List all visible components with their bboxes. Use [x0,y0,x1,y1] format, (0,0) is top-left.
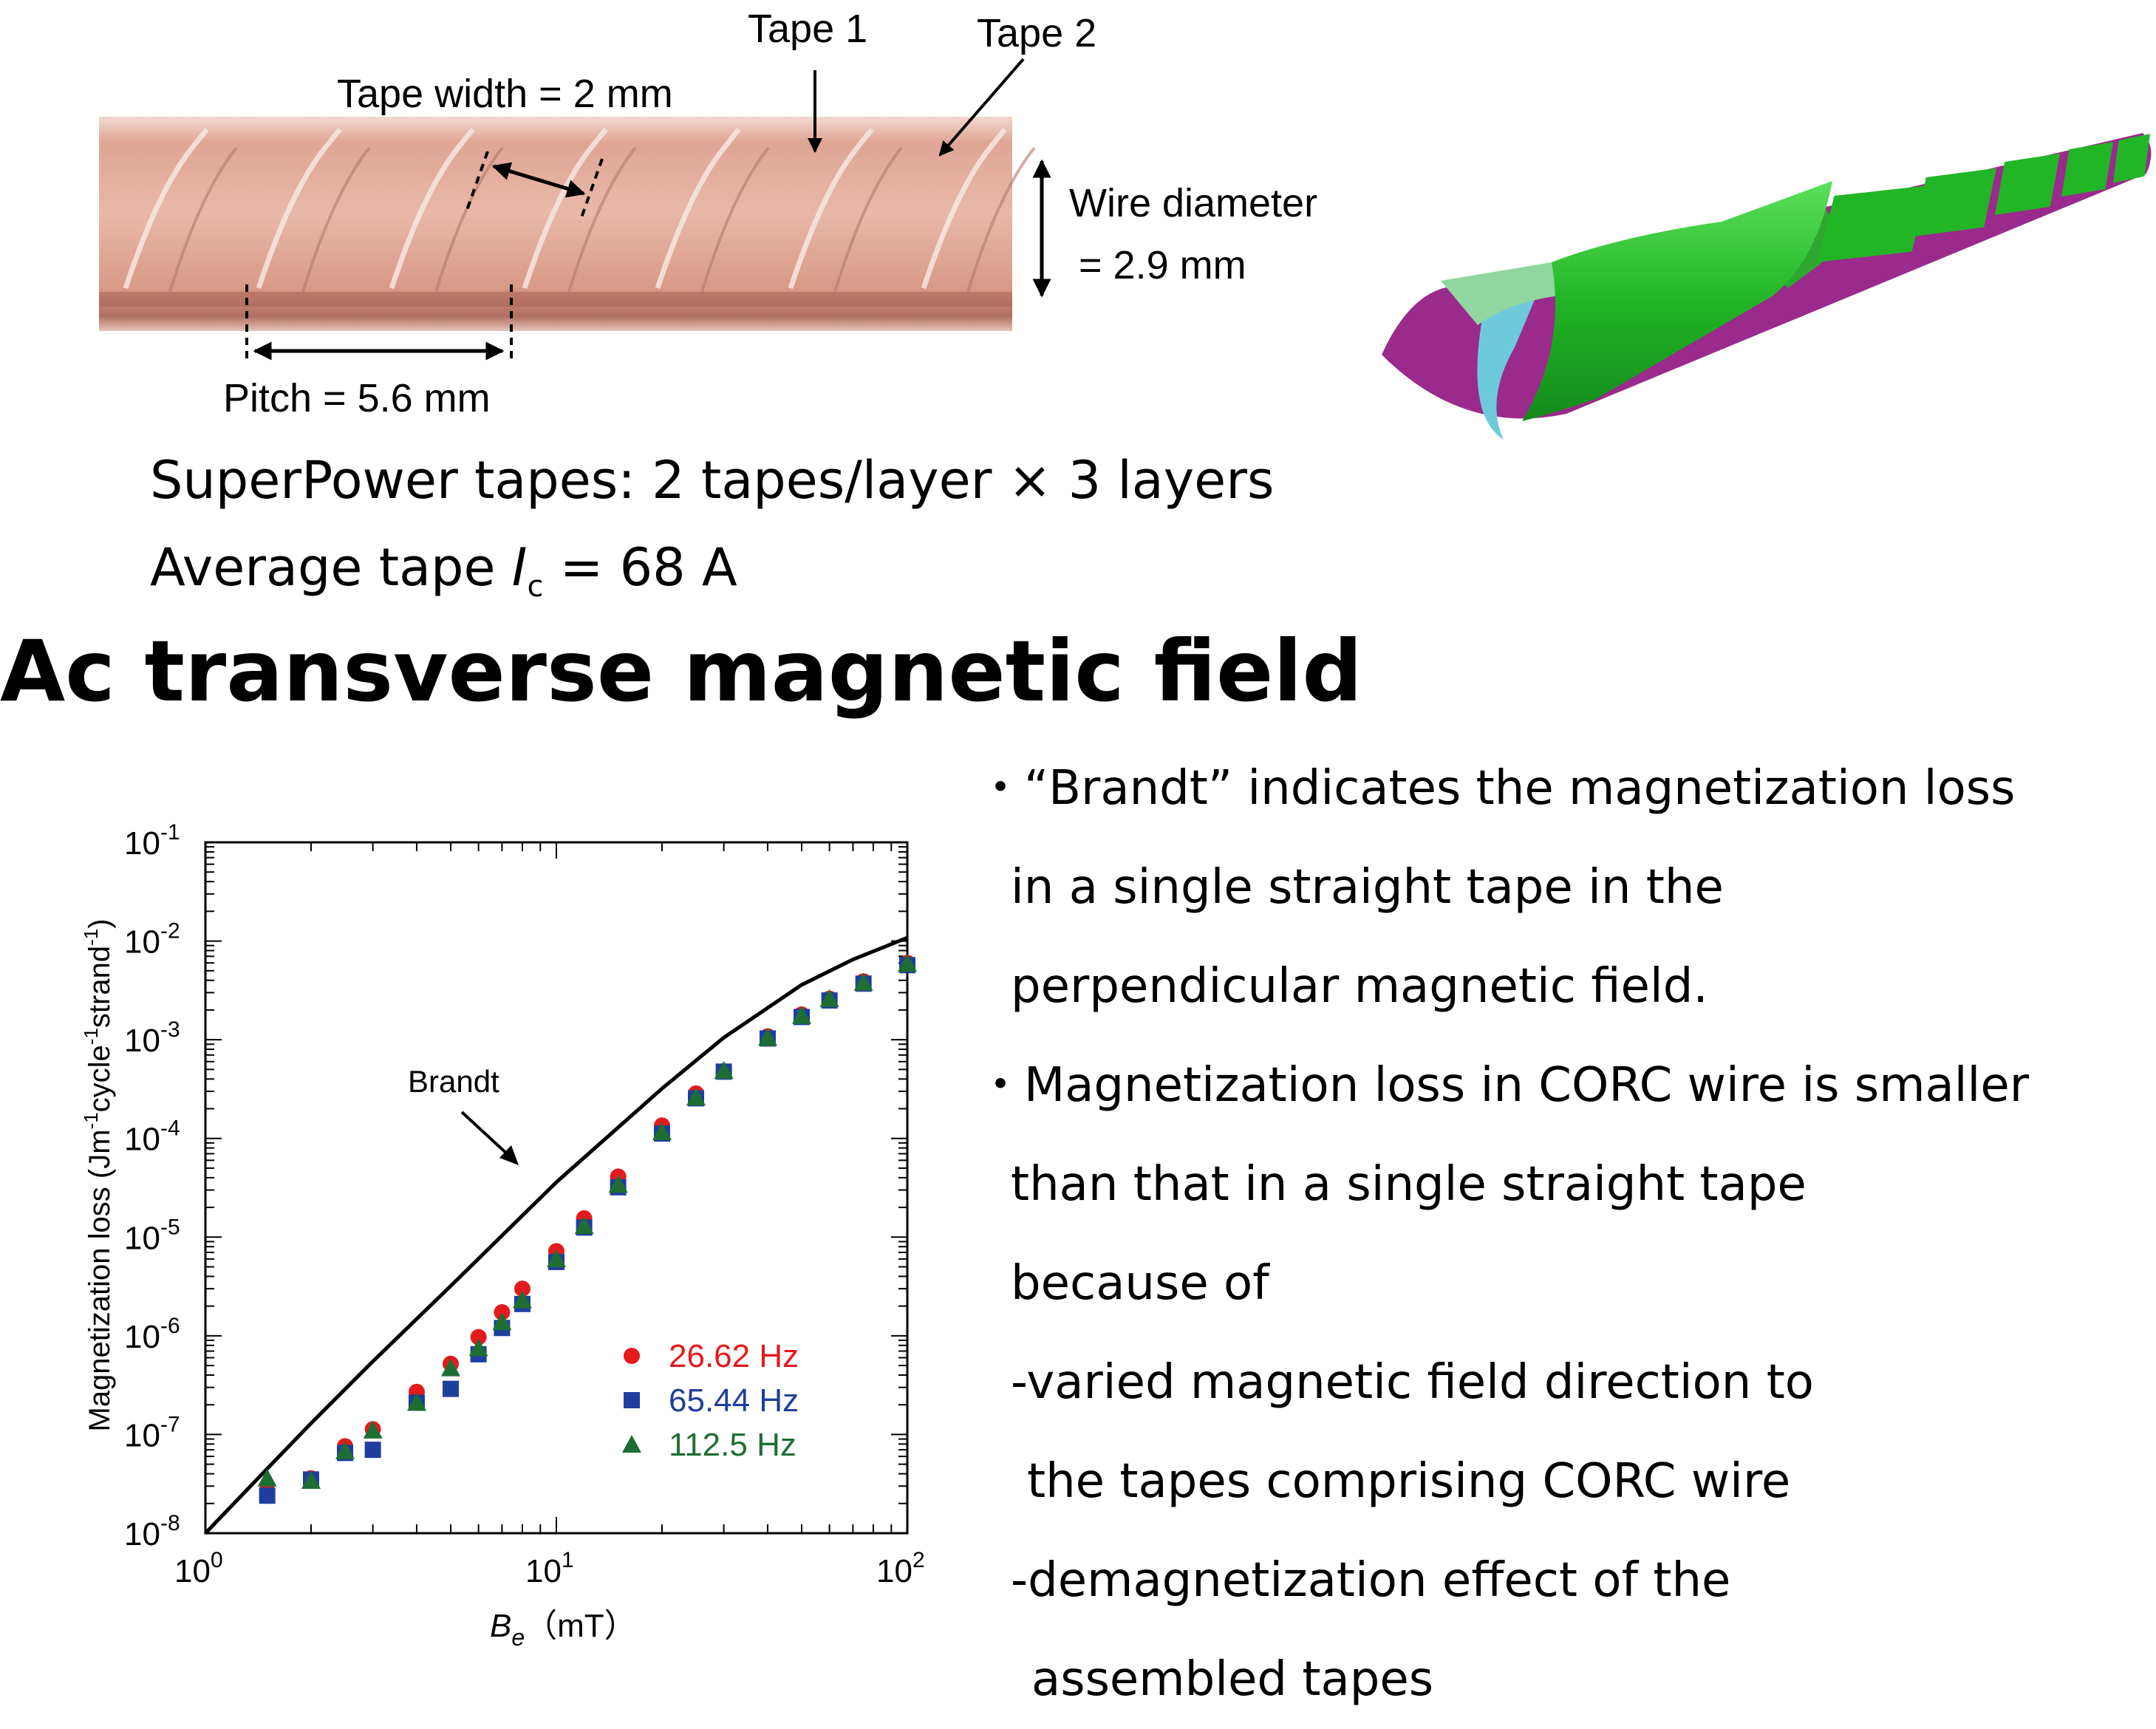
specs-tapes: SuperPower tapes: 2 tapes/layer × 3 laye… [150,450,1275,511]
wire-photo-figure [99,58,1051,362]
ic-symbol: I [511,537,528,598]
y-tick-label: 10-4 [124,1116,180,1158]
y-tick-label: 10-2 [124,919,180,961]
ic-subscript: c [527,570,544,604]
data-point-triangle [819,989,839,1007]
data-point-triangle [853,972,873,991]
legend-entry: 65.44 Hz [669,1382,799,1419]
data-point-triangle [468,1338,488,1357]
bullet-1-line-3: perpendicular magnetic field. [1011,959,1708,1014]
wire-diameter-label-2: = 2.9 mm [1079,243,1246,287]
tape1-label: Tape 1 [748,7,868,51]
tape2-label: Tape 2 [977,11,1097,55]
y-tick-label: 10-3 [124,1017,180,1059]
bullet-2-line-5: the tapes comprising CORC wire [1027,1454,1791,1509]
data-point-triangle [547,1249,566,1267]
data-point-triangle [492,1312,512,1331]
x-axis-label: Be（mT） [490,1608,637,1651]
data-point-circle [494,1304,511,1321]
tape-width-arrow [491,162,586,198]
plot-frame [204,841,909,1535]
data-point-circle [514,1280,531,1297]
y-tick-label: 10-1 [124,820,180,862]
y-tick-label: 10-5 [124,1215,180,1256]
legend-triangle-marker [622,1435,641,1453]
legend-entry: 112.5 Hz [669,1427,796,1463]
tape2-arrow [938,58,1025,157]
data-point-triangle [363,1420,383,1439]
x-tick-label: 100 [174,1548,223,1589]
legend-circle-marker [624,1348,640,1364]
data-point-triangle [792,1006,812,1024]
bullet-2-line-6: -demagnetization effect of the [1011,1553,1731,1608]
data-point-triangle [757,1028,777,1046]
data-point-circle [470,1329,487,1346]
data-point-square [364,1442,381,1459]
data-point-triangle [257,1468,277,1487]
bullet-list: ・“Brandt” indicates the magnetization lo… [977,739,2029,1729]
y-axis-label: Magnetization loss (Jm-1cycle-1strand-1) [80,918,116,1431]
data-point-triangle [406,1393,426,1411]
bullet-1-line-2: in a single straight tape in the [1011,860,1724,915]
data-point-triangle [898,954,917,972]
brandt-arrow [460,1111,511,1158]
tape-width-label: Tape width = 2 mm [337,72,673,116]
data-point-triangle [574,1216,594,1235]
tape-cyan [1477,277,1544,440]
bullet-2-line-2: than that in a single straight tape [1011,1157,1807,1212]
legend-entry: 26.62 Hz [669,1338,799,1374]
pitch-label: Pitch = 5.6 mm [223,376,491,420]
data-point-triangle [608,1175,628,1193]
bullet-1-line-1: ・“Brandt” indicates the magnetization lo… [977,761,2016,816]
data-point-triangle [335,1441,355,1459]
section-heading: Ac transverse magnetic field [0,622,1362,720]
wire-diameter-label-1: Wire diameter [1069,181,1318,225]
data-point-triangle [652,1122,672,1141]
bullet-2-line-4: -varied magnetic field direction to [1011,1355,1814,1410]
corc-wire-model [1382,133,2152,440]
x-tick-label: 101 [525,1548,574,1589]
data-point-square [443,1380,460,1397]
data-point-triangle [512,1290,532,1309]
data-point-triangle [714,1061,734,1080]
y-tick-label: 10-7 [124,1412,180,1453]
magnetization-loss-chart: 100 101 102 10-8 10-7 10-6 10-5 10-4 10-3 10-2 10-… [80,820,925,1651]
bullet-2-line-3: because of [1011,1256,1269,1311]
bullet-2-line-1: ・Magnetization loss in CORC wire is smal… [977,1058,2030,1113]
y-tick-label: 10-6 [124,1314,180,1355]
brandt-curve [204,935,908,1535]
x-tick-label: 102 [876,1548,925,1589]
data-point-triangle [441,1358,461,1377]
brandt-label: Brandt [408,1064,499,1099]
y-tick-label: 10-8 [124,1511,180,1552]
legend-square-marker [624,1392,640,1408]
data-point-triangle [686,1088,706,1106]
bullet-2-line-7: assembled tapes [1031,1652,1434,1707]
data-point-triangle [301,1471,321,1490]
data-point-square [259,1487,276,1504]
specs-ic: Average tape Ic = 68 A [150,537,737,604]
tape-edges [123,127,1007,290]
